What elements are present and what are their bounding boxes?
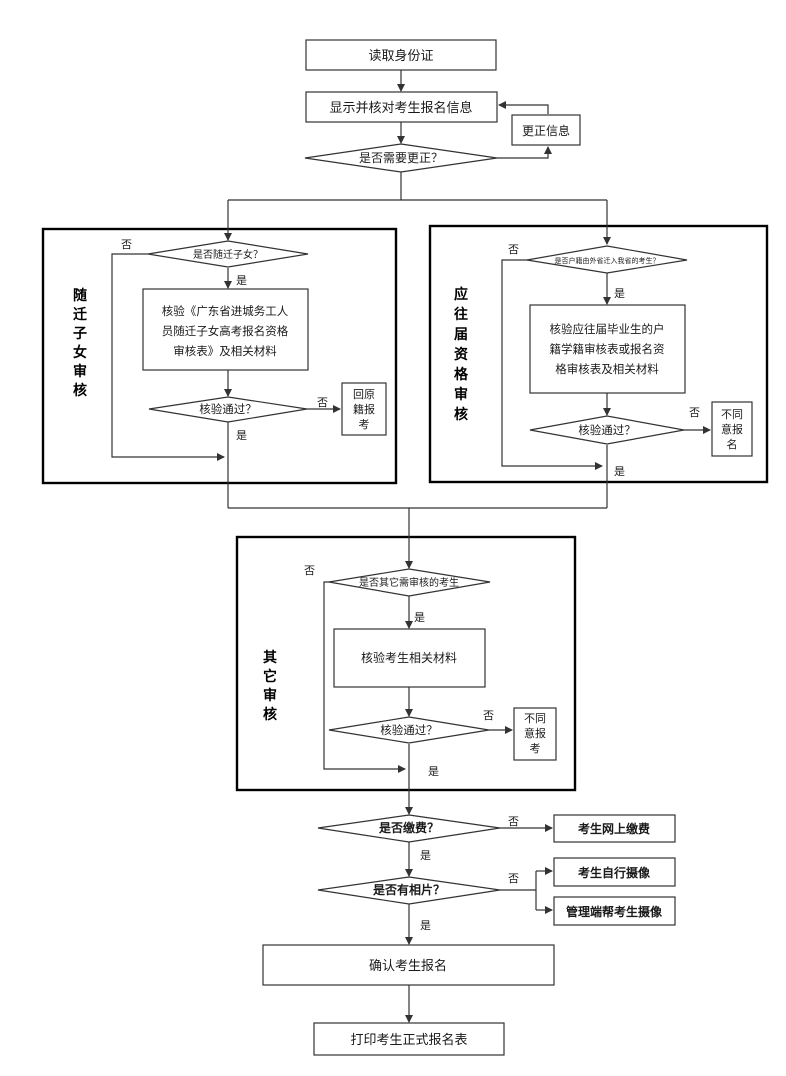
svg-text:子: 子	[73, 326, 87, 342]
svg-text:读取身份证: 读取身份证	[368, 48, 433, 64]
decision-is-other: 是否其它需审核的考生	[328, 568, 491, 597]
svg-text:格: 格	[454, 366, 469, 383]
svg-text:打印考生正式报名表: 打印考生正式报名表	[350, 1032, 467, 1048]
svg-text:考生自行摄像: 考生自行摄像	[578, 865, 651, 880]
svg-text:格审核表及相关材料: 格审核表及相关材料	[555, 362, 659, 376]
section-frame-migrant	[41, 227, 398, 485]
node-verify-migrant: 核验《广东省进城务工人 员随迁子女高考报名资格 审核表》及相关材料	[142, 288, 309, 371]
svg-text:是否缴费？: 是否缴费？	[378, 820, 439, 835]
decision-pass-migrant: 核验通过？	[148, 396, 308, 423]
svg-text:资: 资	[454, 346, 468, 363]
svg-text:考生网上缴费: 考生网上缴费	[578, 821, 650, 836]
svg-text:核验考生相关材料: 核验考生相关材料	[361, 650, 457, 665]
svg-text:是否需要更正？: 是否需要更正？	[359, 151, 443, 165]
decision-is-graduate: 是否户籍由外省迁入我省的考生？	[526, 245, 688, 274]
svg-text:审: 审	[263, 687, 277, 704]
svg-text:意报: 意报	[721, 422, 743, 436]
svg-text:是否其它需审核的考生: 是否其它需审核的考生	[359, 576, 459, 589]
label-yes-graduate: 是	[614, 287, 625, 300]
svg-text:员随迁子女高考报名资格: 员随迁子女高考报名资格	[162, 324, 289, 338]
label-no-migrant: 否	[121, 238, 132, 251]
svg-text:核验通过？: 核验通过？	[380, 723, 438, 737]
svg-text:应: 应	[454, 286, 468, 303]
svg-text:核: 核	[263, 706, 277, 723]
node-print: 打印考生正式报名表	[313, 1022, 505, 1056]
svg-text:随: 随	[73, 287, 87, 304]
label-no-pass3: 否	[483, 709, 494, 722]
node-pay-online: 考生网上缴费	[553, 814, 676, 843]
svg-text:不同: 不同	[524, 712, 546, 725]
svg-text:核: 核	[454, 406, 468, 423]
svg-text:核: 核	[73, 382, 87, 399]
label-no-paid: 否	[508, 815, 519, 828]
svg-text:迁: 迁	[73, 306, 87, 323]
svg-text:女: 女	[73, 344, 87, 361]
svg-text:不同: 不同	[721, 408, 743, 421]
node-correct-info: 更正信息	[511, 114, 581, 146]
svg-text:考: 考	[530, 742, 541, 755]
section-title-other: 其 它 审 核	[263, 650, 277, 723]
svg-text:核验通过？: 核验通过？	[199, 402, 257, 416]
node-deny-graduate: 不同 意报 名	[711, 401, 753, 457]
node-return-home: 回原 籍报 考	[341, 382, 387, 436]
label-yes-migrant: 是	[236, 274, 247, 287]
decision-pass-other: 核验通过？	[328, 716, 490, 744]
svg-text:其: 其	[263, 650, 277, 666]
section-title-graduate: 应 往 届 资 格 审 核	[454, 286, 469, 423]
svg-text:它: 它	[263, 668, 277, 685]
node-deny-other: 不同 意报 考	[513, 707, 557, 761]
svg-text:届: 届	[454, 327, 468, 343]
label-no-photo: 否	[508, 872, 519, 885]
node-confirm: 确认考生报名	[262, 944, 555, 986]
label-yes-paid: 是	[420, 849, 431, 862]
svg-text:往: 往	[454, 306, 468, 323]
decision-is-migrant: 是否随迁子女？	[147, 240, 309, 268]
decision-is-paid: 是否缴费？	[317, 814, 501, 843]
svg-text:是否随迁子女？: 是否随迁子女？	[193, 248, 263, 261]
svg-text:审: 审	[454, 386, 468, 403]
decision-need-correct: 是否需要更正？	[304, 143, 498, 173]
section-frame-graduate	[428, 224, 769, 484]
svg-text:考: 考	[359, 418, 370, 431]
label-no-pass2: 否	[689, 406, 700, 419]
svg-text:籍学籍审核表或报名资: 籍学籍审核表或报名资	[550, 342, 665, 356]
node-verify-other: 核验考生相关材料	[333, 628, 486, 688]
svg-text:回原: 回原	[353, 388, 375, 401]
label-no-graduate: 否	[508, 243, 519, 256]
svg-text:核验通过？: 核验通过？	[578, 423, 636, 437]
label-no-other: 否	[304, 564, 315, 577]
svg-text:更正信息: 更正信息	[522, 123, 570, 138]
svg-text:意报: 意报	[524, 726, 546, 740]
section-frame-other	[235, 535, 577, 792]
label-no-pass1: 否	[317, 396, 328, 409]
svg-text:名: 名	[727, 437, 738, 451]
decision-has-photo: 是否有相片？	[317, 876, 501, 905]
svg-text:管理端帮考生摄像: 管理端帮考生摄像	[566, 904, 663, 919]
node-read-id: 读取身份证	[305, 39, 497, 71]
section-title-migrant: 随 迁 子 女 审 核	[73, 287, 87, 399]
svg-text:籍报: 籍报	[353, 402, 375, 416]
label-yes-other: 是	[414, 611, 425, 624]
label-yes-photo: 是	[420, 919, 431, 932]
svg-text:是否户籍由外省迁入我省的考生？: 是否户籍由外省迁入我省的考生？	[555, 256, 660, 265]
decision-pass-graduate: 核验通过？	[529, 415, 685, 445]
svg-text:核验应往届毕业生的户: 核验应往届毕业生的户	[550, 322, 665, 336]
node-show-info: 显示并核对考生报名信息	[305, 91, 498, 123]
svg-text:核验《广东省进城务工人: 核验《广东省进城务工人	[162, 304, 289, 318]
label-yes-pass1: 是	[236, 429, 247, 442]
node-admin-photo: 管理端帮考生摄像	[553, 896, 676, 926]
label-yes-pass2: 是	[614, 465, 625, 478]
node-self-photo: 考生自行摄像	[553, 857, 676, 887]
svg-text:确认考生报名: 确认考生报名	[369, 958, 447, 974]
svg-text:审核表》及相关材料: 审核表》及相关材料	[173, 344, 277, 358]
svg-text:显示并核对考生报名信息: 显示并核对考生报名信息	[329, 100, 472, 116]
svg-text:是否有相片？: 是否有相片？	[372, 882, 445, 897]
label-yes-pass3: 是	[428, 765, 439, 778]
node-verify-graduate: 核验应往届毕业生的户 籍学籍审核表或报名资 格审核表及相关材料	[529, 304, 686, 394]
svg-text:审: 审	[73, 363, 87, 380]
